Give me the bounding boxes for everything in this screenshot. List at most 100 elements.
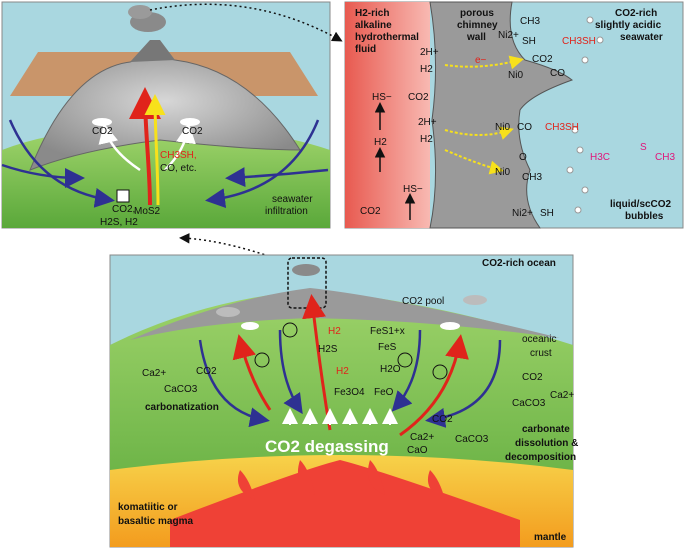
chimney-label-o: O xyxy=(519,152,527,163)
magma-pool xyxy=(170,460,520,547)
vent-plume-top xyxy=(128,5,152,19)
crust-label-mantle: mantle xyxy=(534,532,567,543)
crust-label-co2-low: CO2 xyxy=(432,414,453,425)
chimney-label-bubbles-1: liquid/scCO2 xyxy=(610,199,672,210)
chimney-label-ch3sh-red: CH3SH xyxy=(562,36,596,47)
crust-label-caco3-left: CaCO3 xyxy=(164,384,198,395)
vent-label-co2-right: CO2 xyxy=(182,126,203,137)
crust-label-carbonatization: carbonatization xyxy=(145,402,219,413)
crust-label-co2-right: CO2 xyxy=(522,372,543,383)
chimney-label-co: CO xyxy=(550,68,565,79)
crust-downflow-arrow-2 xyxy=(278,329,303,415)
crust-label-fe3o4: Fe3O4 xyxy=(334,387,365,398)
crust-label-carbonate-3: decomposition xyxy=(505,452,576,463)
crust-label-magma-1: komatiitic or xyxy=(118,502,178,513)
chimney-label-sea-3: seawater xyxy=(620,32,663,43)
chimney-label-ch3-3: CH3 xyxy=(655,152,675,163)
chimney-label-proton-2: 2H+ xyxy=(418,117,437,128)
crust-label-magma-2: basaltic magma xyxy=(118,516,193,527)
circulation-icon xyxy=(397,352,413,368)
chimney-label-h3c: H3C xyxy=(590,152,610,163)
crust-label-caco3-low: CaCO3 xyxy=(455,434,489,445)
vent-label-infiltration: infiltration xyxy=(265,206,308,217)
crust-label-carbonate-1: carbonate xyxy=(522,424,570,435)
chimney-label-proton-1: 2H+ xyxy=(420,47,439,58)
chimney-label-h2-a: H2 xyxy=(420,64,433,75)
vent-label-mos2: MoS2 xyxy=(134,206,161,217)
vent-label-h2s-h2: H2S, H2 xyxy=(100,217,138,228)
crust-label-h2o: H2O xyxy=(380,364,401,375)
circulation-icon xyxy=(282,322,298,338)
zoom-box xyxy=(287,257,327,309)
crust-panel: CO2-rich ocean CO2 pool oceanic crust H2… xyxy=(109,254,578,548)
chimney-label-sh: SH xyxy=(522,36,536,47)
chimney-label-fluid-2: alkaline xyxy=(355,20,392,31)
bubble xyxy=(574,206,582,214)
chimney-label-sea-2: slightly acidic xyxy=(595,20,662,31)
crust-label-ocean: CO2-rich ocean xyxy=(482,258,556,269)
mos2-crystal-icon xyxy=(116,189,130,203)
electron-flow-1 xyxy=(444,55,524,70)
magma-finger xyxy=(367,460,385,495)
seawater-arrow-right-2 xyxy=(225,167,329,188)
crust-label-pool: CO2 pool xyxy=(402,296,444,307)
chimney-top xyxy=(130,40,175,62)
chimney-label-hs-top: HS− xyxy=(372,92,392,103)
crust-label-h2-mid: H2 xyxy=(336,366,349,377)
co2-pocket-right xyxy=(180,118,200,126)
chimney-label-ch3: CH3 xyxy=(520,16,540,27)
vent-label-co-etc: CO, etc. xyxy=(160,163,197,174)
chimney-label-ni-5: Ni2+ xyxy=(512,208,533,219)
crust-upflow-red-arrow-2 xyxy=(232,334,272,411)
co2-pool-ellipse xyxy=(440,322,460,330)
crust-label-co2-left: CO2 xyxy=(196,366,217,377)
crust-label-oceanic-1: oceanic xyxy=(522,334,556,345)
magma-finger xyxy=(427,470,445,500)
seawater-arrow-left-2 xyxy=(1,163,85,188)
crust-label-h2-top: H2 xyxy=(328,326,341,337)
crust-label-h2s: H2S xyxy=(318,344,338,355)
chimney-label-sh-2: SH xyxy=(540,208,554,219)
chimney-label-ni-4: Ni0 xyxy=(495,167,510,178)
crust-downflow-arrow-3 xyxy=(391,329,422,412)
zoom-connector-top xyxy=(149,3,343,42)
crust-label-caco3-right: CaCO3 xyxy=(512,398,546,409)
chimney-label-fluid-3: hydrothermal xyxy=(355,32,419,43)
crust-plume-left xyxy=(216,307,240,317)
crust-downflow-arrow-1 xyxy=(198,339,270,428)
chimney-label-co2-low: CO2 xyxy=(360,206,381,217)
bubble xyxy=(581,56,589,64)
chimney-label-ni-1: Ni2+ xyxy=(498,30,519,41)
chimney-label-ni-2: Ni0 xyxy=(508,70,523,81)
crust-label-ca2-left: Ca2+ xyxy=(142,368,166,379)
circulation-icon xyxy=(432,364,448,380)
rock-cover xyxy=(130,288,560,340)
bubble xyxy=(586,16,594,24)
chimney-panel: H2-rich alkaline hydrothermal fluid poro… xyxy=(344,1,684,229)
crust-label-ca2-right: Ca2+ xyxy=(550,390,574,401)
chimney-label-porous-1: porous xyxy=(460,8,494,19)
crust-layer xyxy=(2,132,330,228)
crust-label-ca2-low: Ca2+ xyxy=(410,432,434,443)
chimney-label-co-2: CO xyxy=(517,122,532,133)
vent-label-ch3sh: CH3SH, xyxy=(160,150,197,161)
crust-label-feo: FeO xyxy=(374,387,394,398)
chimney-label-fluid-4: fluid xyxy=(355,44,376,55)
vent-white-arrow-right xyxy=(164,123,196,171)
chimney-label-porous-3: wall xyxy=(466,32,486,43)
electron-flow-3 xyxy=(444,149,504,175)
chimney-label-ni-3: Ni0 xyxy=(495,122,510,133)
vent-label-seawater: seawater xyxy=(272,194,313,205)
bubble xyxy=(566,166,574,174)
vent-upflow-yellow-arrow xyxy=(144,94,166,206)
chimney-label-h2-b: H2 xyxy=(420,134,433,145)
crust-label-fes: FeS xyxy=(378,342,397,353)
chimney-label-ch3-2: CH3 xyxy=(522,172,542,183)
chimney-label-co2-r: CO2 xyxy=(532,54,553,65)
crust-label-oceanic-2: crust xyxy=(530,348,552,359)
co2-pool-ellipse-left xyxy=(241,322,259,330)
vent-label-co2-deep: CO2, xyxy=(112,204,135,215)
crust-label-cao: CaO xyxy=(407,445,428,456)
crust-upflow-red-arrow-3 xyxy=(399,334,469,437)
